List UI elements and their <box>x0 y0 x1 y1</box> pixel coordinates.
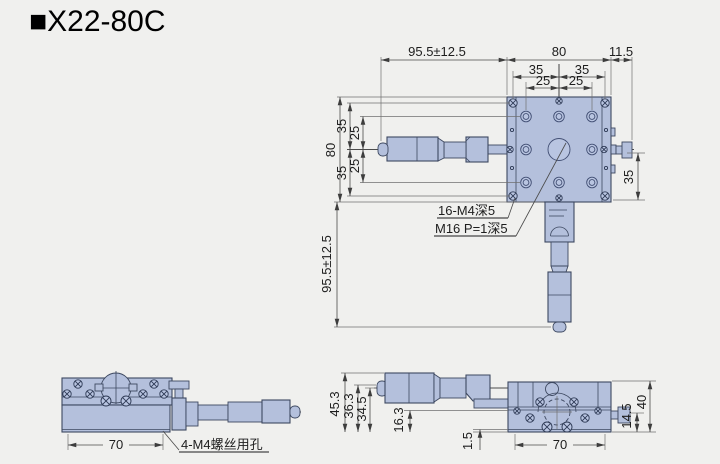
side-view-part <box>61 371 301 433</box>
dim-travel-top: 95.5±12.5 <box>408 44 466 59</box>
label-4-m4-mount: 4-M4螺丝用孔 <box>181 437 263 452</box>
label-m16-thread: M16 P=1深5 <box>435 221 508 236</box>
dim-v35-top: 35 <box>334 119 349 133</box>
dim-right-35: 35 <box>621 170 636 184</box>
top-view-dim-labels: 95.5±12.5 80 11.5 35 35 25 25 80 35 25 2… <box>319 44 636 293</box>
dim-40: 40 <box>634 395 649 409</box>
micrometer-front <box>374 372 510 409</box>
micrometer-x <box>377 136 509 163</box>
dim-25-right: 25 <box>569 73 583 88</box>
label-16-m4: 16-M4深5 <box>438 203 495 218</box>
front-view-dim-labels: 45.3 36.3 34.5 16.3 1.5 14.5 40 70 <box>327 391 649 452</box>
dim-35-left: 35 <box>529 62 543 77</box>
top-view-extensions <box>334 57 645 328</box>
side-view-dims: 70 4-M4螺丝用孔 <box>67 430 269 453</box>
top-view-part <box>347 64 634 333</box>
dim-14-5: 14.5 <box>619 403 634 428</box>
top-view: 95.5±12.5 80 11.5 35 35 25 25 80 35 25 2… <box>319 44 645 333</box>
dim-34-5: 34.5 <box>354 396 369 421</box>
page-title: ■X22-80C <box>29 5 166 38</box>
dim-knob-11-5: 11.5 <box>609 44 633 59</box>
dim-v35-bottom: 35 <box>334 166 349 180</box>
micrometer-y <box>544 201 575 333</box>
dim-25-left: 25 <box>536 73 550 88</box>
micrometer-side <box>171 397 301 431</box>
front-view: 45.3 36.3 34.5 16.3 1.5 14.5 40 70 <box>327 372 656 452</box>
clamp-knob-side <box>168 380 190 399</box>
front-view-extensions <box>341 372 656 450</box>
dim-v25-top: 25 <box>347 126 362 140</box>
front-view-part <box>374 372 631 433</box>
dim-36-3: 36.3 <box>341 393 356 418</box>
dim-16-3: 16.3 <box>391 407 406 432</box>
dim-front-base-70: 70 <box>553 437 567 452</box>
dim-width-80: 80 <box>552 44 566 59</box>
clamp-knob-front <box>610 406 631 424</box>
m16-center-hole <box>547 138 571 161</box>
dim-1-5: 1.5 <box>460 432 475 450</box>
top-view-annotations: 16-M4深5 M16 P=1深5 <box>434 142 567 237</box>
dim-v25-bottom: 25 <box>347 159 362 173</box>
clamp-knob-right <box>610 127 633 174</box>
dim-side-base-70: 70 <box>109 437 123 452</box>
dim-35-right: 35 <box>575 62 589 77</box>
top-view-dim-lines <box>334 57 641 327</box>
dim-45-3: 45.3 <box>327 391 342 416</box>
dim-height-80: 80 <box>323 143 338 157</box>
side-view: 70 4-M4螺丝用孔 <box>61 371 301 453</box>
dim-travel-left: 95.5±12.5 <box>319 235 334 293</box>
